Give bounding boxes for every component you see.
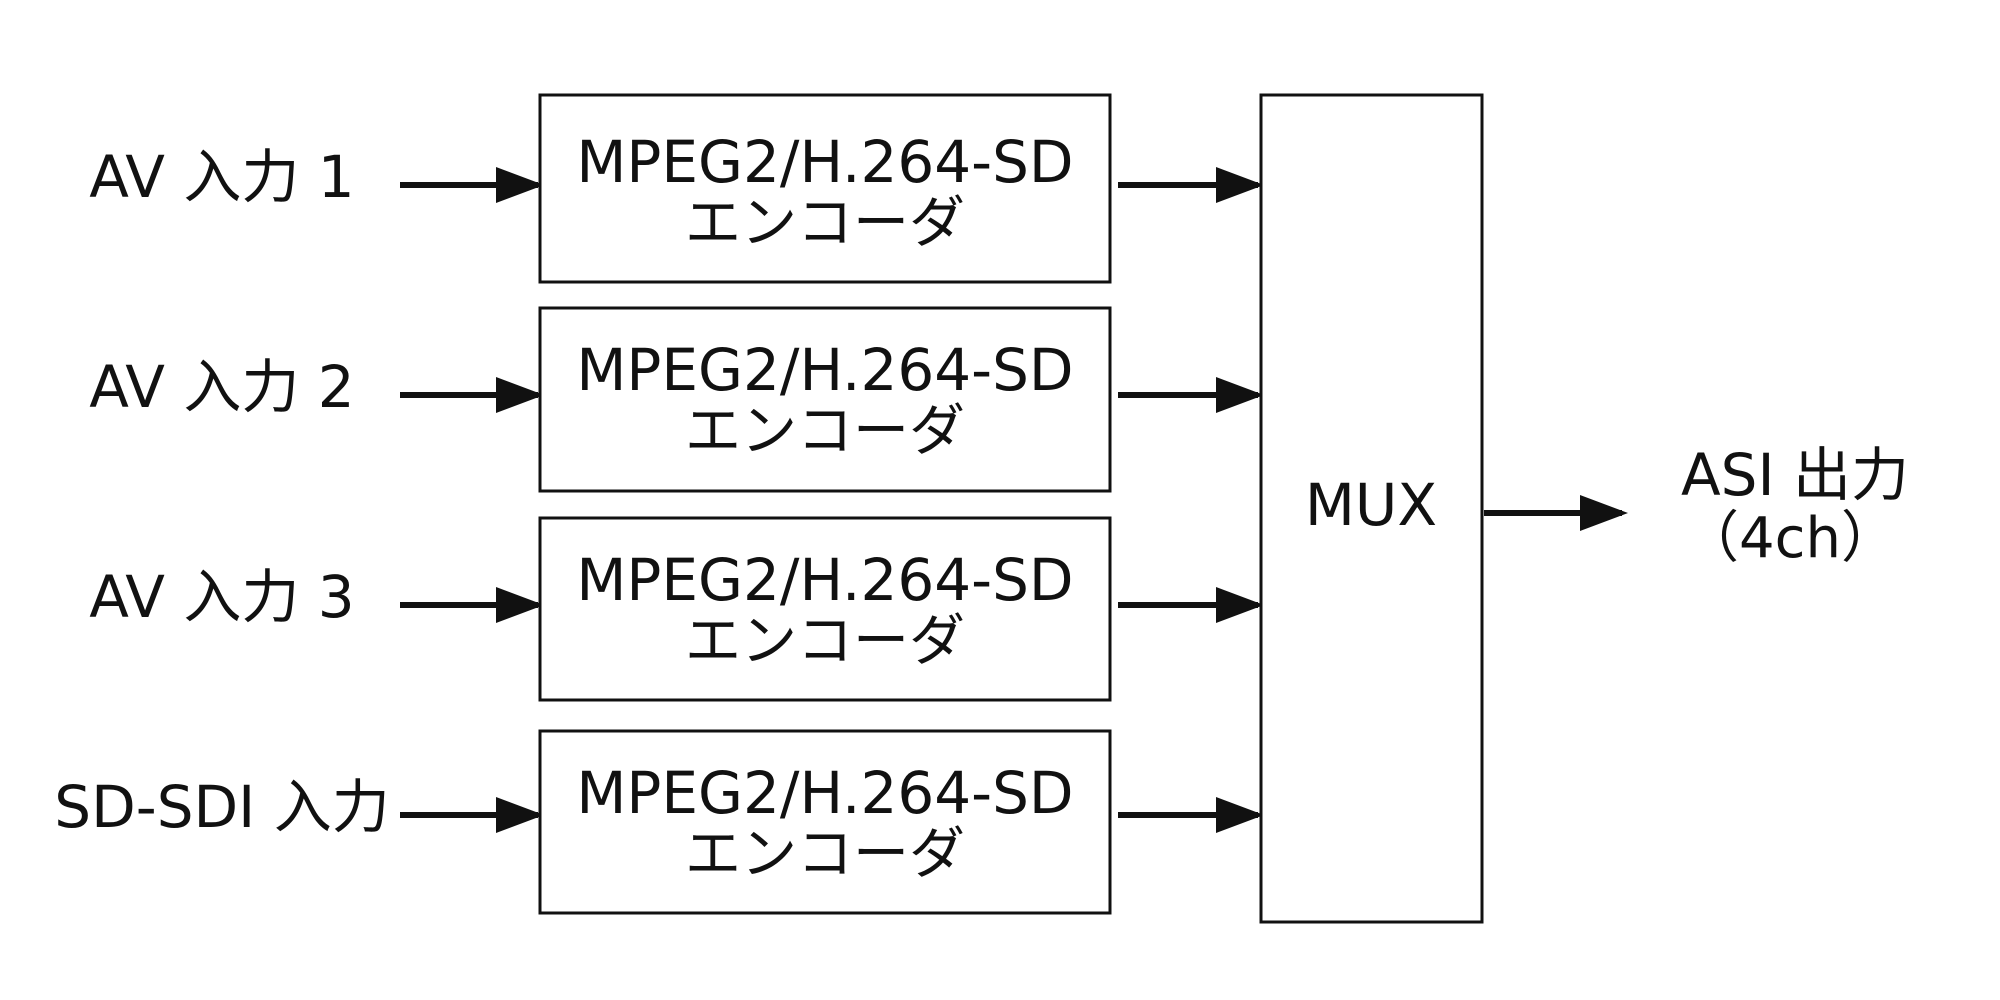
mux-label: MUX xyxy=(1305,471,1437,539)
encoder-box-4 xyxy=(538,729,1112,915)
input-label-1: AV 入力 1 xyxy=(89,143,354,211)
encoder-1-type: エンコーダ xyxy=(685,191,965,256)
encoder-box-3 xyxy=(538,516,1112,702)
encoder-4-name: MPEG2/H.264-SD xyxy=(576,759,1073,827)
output-label: ASI 出力 xyxy=(1681,441,1909,509)
encoder-2-name: MPEG2/H.264-SD xyxy=(576,336,1073,404)
input-label-4: SD-SDI 入力 xyxy=(54,773,389,841)
encoder-2-type: エンコーダ xyxy=(685,399,965,464)
output-channels: （4ch） xyxy=(1683,506,1897,571)
encoder-box-2 xyxy=(538,306,1112,493)
encoder-box-1 xyxy=(538,93,1112,284)
encoder-1-name: MPEG2/H.264-SD xyxy=(576,128,1073,196)
encoder-4-type: エンコーダ xyxy=(685,822,965,887)
input-label-3: AV 入力 3 xyxy=(89,563,354,631)
mux-box xyxy=(1259,93,1484,924)
encoder-3-type: エンコーダ xyxy=(685,609,965,674)
encoder-3-name: MPEG2/H.264-SD xyxy=(576,546,1073,614)
input-label-2: AV 入力 2 xyxy=(89,353,354,421)
